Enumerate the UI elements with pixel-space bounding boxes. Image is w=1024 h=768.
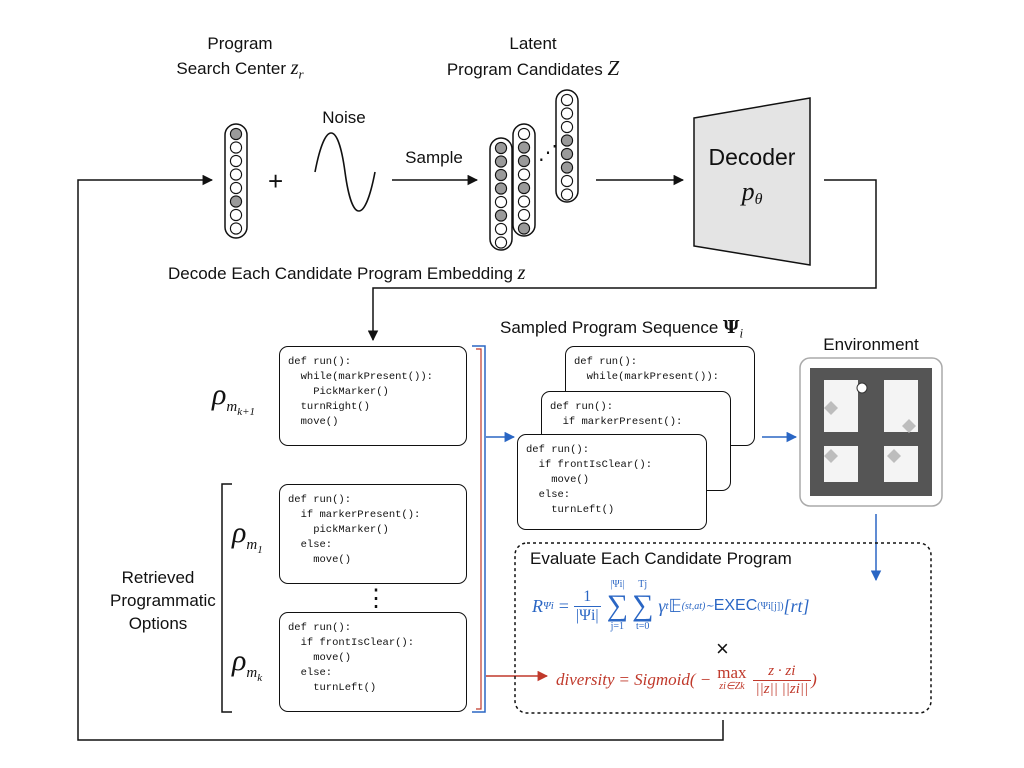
decoder-shape bbox=[693, 97, 811, 266]
latent-candidate-vector-2 bbox=[512, 123, 536, 237]
selection-bracket-red bbox=[476, 348, 482, 710]
marker-icon bbox=[824, 449, 838, 463]
vector-node bbox=[229, 127, 243, 141]
diversity-equation: diversity = Sigmoid( − max zi∈Zk z · zi … bbox=[556, 662, 817, 697]
decoder-label: Decoder pθ bbox=[708, 144, 796, 209]
vector-node bbox=[517, 222, 531, 235]
code-line: def run(): bbox=[526, 444, 590, 456]
code-line: pickMarker() bbox=[288, 524, 389, 536]
rho-m-k-plus-1: ρmk+1 bbox=[212, 378, 256, 418]
code-line: def run(): bbox=[550, 401, 614, 413]
marker-icon bbox=[824, 401, 838, 415]
sample-label: Sample bbox=[405, 148, 463, 167]
search-center-vector bbox=[224, 123, 248, 239]
sequence-program-front: def run(): if frontIsClear(): move() els… bbox=[517, 434, 707, 530]
vector-node bbox=[229, 208, 243, 222]
vector-node bbox=[560, 147, 574, 161]
vector-node bbox=[517, 154, 531, 168]
vector-node bbox=[494, 141, 508, 155]
plus-sign: + bbox=[268, 166, 284, 196]
latent-candidates-label: Latent Program Candidates Z bbox=[446, 34, 620, 80]
code-line: turnLeft() bbox=[526, 504, 615, 516]
code-line: while(markPresent()): bbox=[288, 371, 433, 383]
env-floor bbox=[884, 446, 918, 482]
code-line: if frontIsClear(): bbox=[288, 637, 415, 649]
sampled-sequence-label: Sampled Program Sequence Ψi bbox=[500, 317, 744, 341]
vector-node bbox=[494, 222, 508, 236]
decoder-output-path bbox=[367, 179, 877, 342]
agent-icon bbox=[856, 382, 868, 394]
vector-node bbox=[517, 127, 531, 141]
program-box-m-k: def run(): if frontIsClear(): move() els… bbox=[279, 612, 467, 712]
vector-node bbox=[494, 155, 508, 168]
code-line: if markerPresent(): bbox=[550, 416, 683, 428]
vector-node bbox=[560, 93, 574, 107]
latent-candidate-vector-3 bbox=[555, 89, 579, 203]
vector-node bbox=[517, 208, 531, 222]
search-center-label: Program Search Center zr bbox=[176, 34, 304, 82]
vector-node bbox=[229, 168, 243, 181]
multiply-sign: × bbox=[716, 636, 729, 661]
retrieved-options-label: Retrieved Programmatic Options bbox=[110, 568, 216, 633]
candidate-ellipsis: ⋰ bbox=[538, 142, 558, 164]
vector-node bbox=[229, 222, 243, 235]
code-line: PickMarker() bbox=[288, 386, 389, 398]
code-line: else: bbox=[288, 667, 333, 679]
vector-node bbox=[517, 195, 531, 208]
vector-node bbox=[494, 236, 508, 249]
vector-node bbox=[494, 209, 508, 222]
decode-candidates-label: Decode Each Candidate Program Embedding … bbox=[168, 262, 526, 284]
vector-node bbox=[494, 182, 508, 195]
vector-node bbox=[229, 141, 243, 154]
program-box-k-plus-1: def run(): while(markPresent()): PickMar… bbox=[279, 346, 467, 446]
code-line: turnRight() bbox=[288, 401, 370, 413]
latent-candidate-vector-1 bbox=[489, 137, 513, 251]
vector-node bbox=[560, 188, 574, 201]
environment-grid bbox=[799, 357, 943, 507]
vector-node bbox=[229, 195, 243, 208]
vector-node bbox=[229, 154, 243, 168]
vector-node bbox=[494, 168, 508, 182]
noise-wave-icon bbox=[314, 132, 376, 212]
code-line: if frontIsClear(): bbox=[526, 459, 653, 471]
vector-node bbox=[560, 161, 574, 174]
evaluate-title: Evaluate Each Candidate Program bbox=[530, 549, 792, 568]
vector-node bbox=[560, 134, 574, 147]
feedback-loop-path bbox=[77, 174, 724, 741]
marker-icon bbox=[902, 419, 916, 433]
code-line: def run(): bbox=[288, 356, 352, 368]
code-line: while(markPresent()): bbox=[574, 371, 719, 383]
vector-node bbox=[560, 120, 574, 134]
vector-node bbox=[517, 181, 531, 195]
program-box-m-1: def run(): if markerPresent(): pickMarke… bbox=[279, 484, 467, 584]
rho-m-1: ρm1 bbox=[232, 516, 263, 556]
code-line: move() bbox=[288, 416, 339, 428]
code-line: move() bbox=[526, 474, 590, 486]
code-line: def run(): bbox=[574, 356, 638, 368]
environment-label: Environment bbox=[823, 335, 919, 354]
code-line: move() bbox=[288, 554, 352, 566]
vector-node bbox=[229, 181, 243, 195]
vector-node bbox=[560, 174, 574, 188]
vector-node bbox=[517, 141, 531, 154]
vertical-ellipsis: ⋮ bbox=[364, 585, 388, 612]
selection-bracket-blue bbox=[472, 345, 486, 713]
rho-m-k: ρmk bbox=[232, 644, 263, 684]
code-line: def run(): bbox=[288, 494, 352, 506]
vector-node bbox=[494, 195, 508, 209]
code-line: else: bbox=[288, 539, 333, 551]
code-line: if markerPresent(): bbox=[288, 509, 421, 521]
vector-node bbox=[517, 168, 531, 181]
retrieved-bracket bbox=[221, 483, 232, 713]
code-line: else: bbox=[526, 489, 571, 501]
code-line: move() bbox=[288, 652, 352, 664]
marker-icon bbox=[887, 449, 901, 463]
code-line: def run(): bbox=[288, 622, 352, 634]
code-line: turnLeft() bbox=[288, 682, 377, 694]
vector-node bbox=[560, 107, 574, 120]
noise-label: Noise bbox=[322, 108, 366, 127]
